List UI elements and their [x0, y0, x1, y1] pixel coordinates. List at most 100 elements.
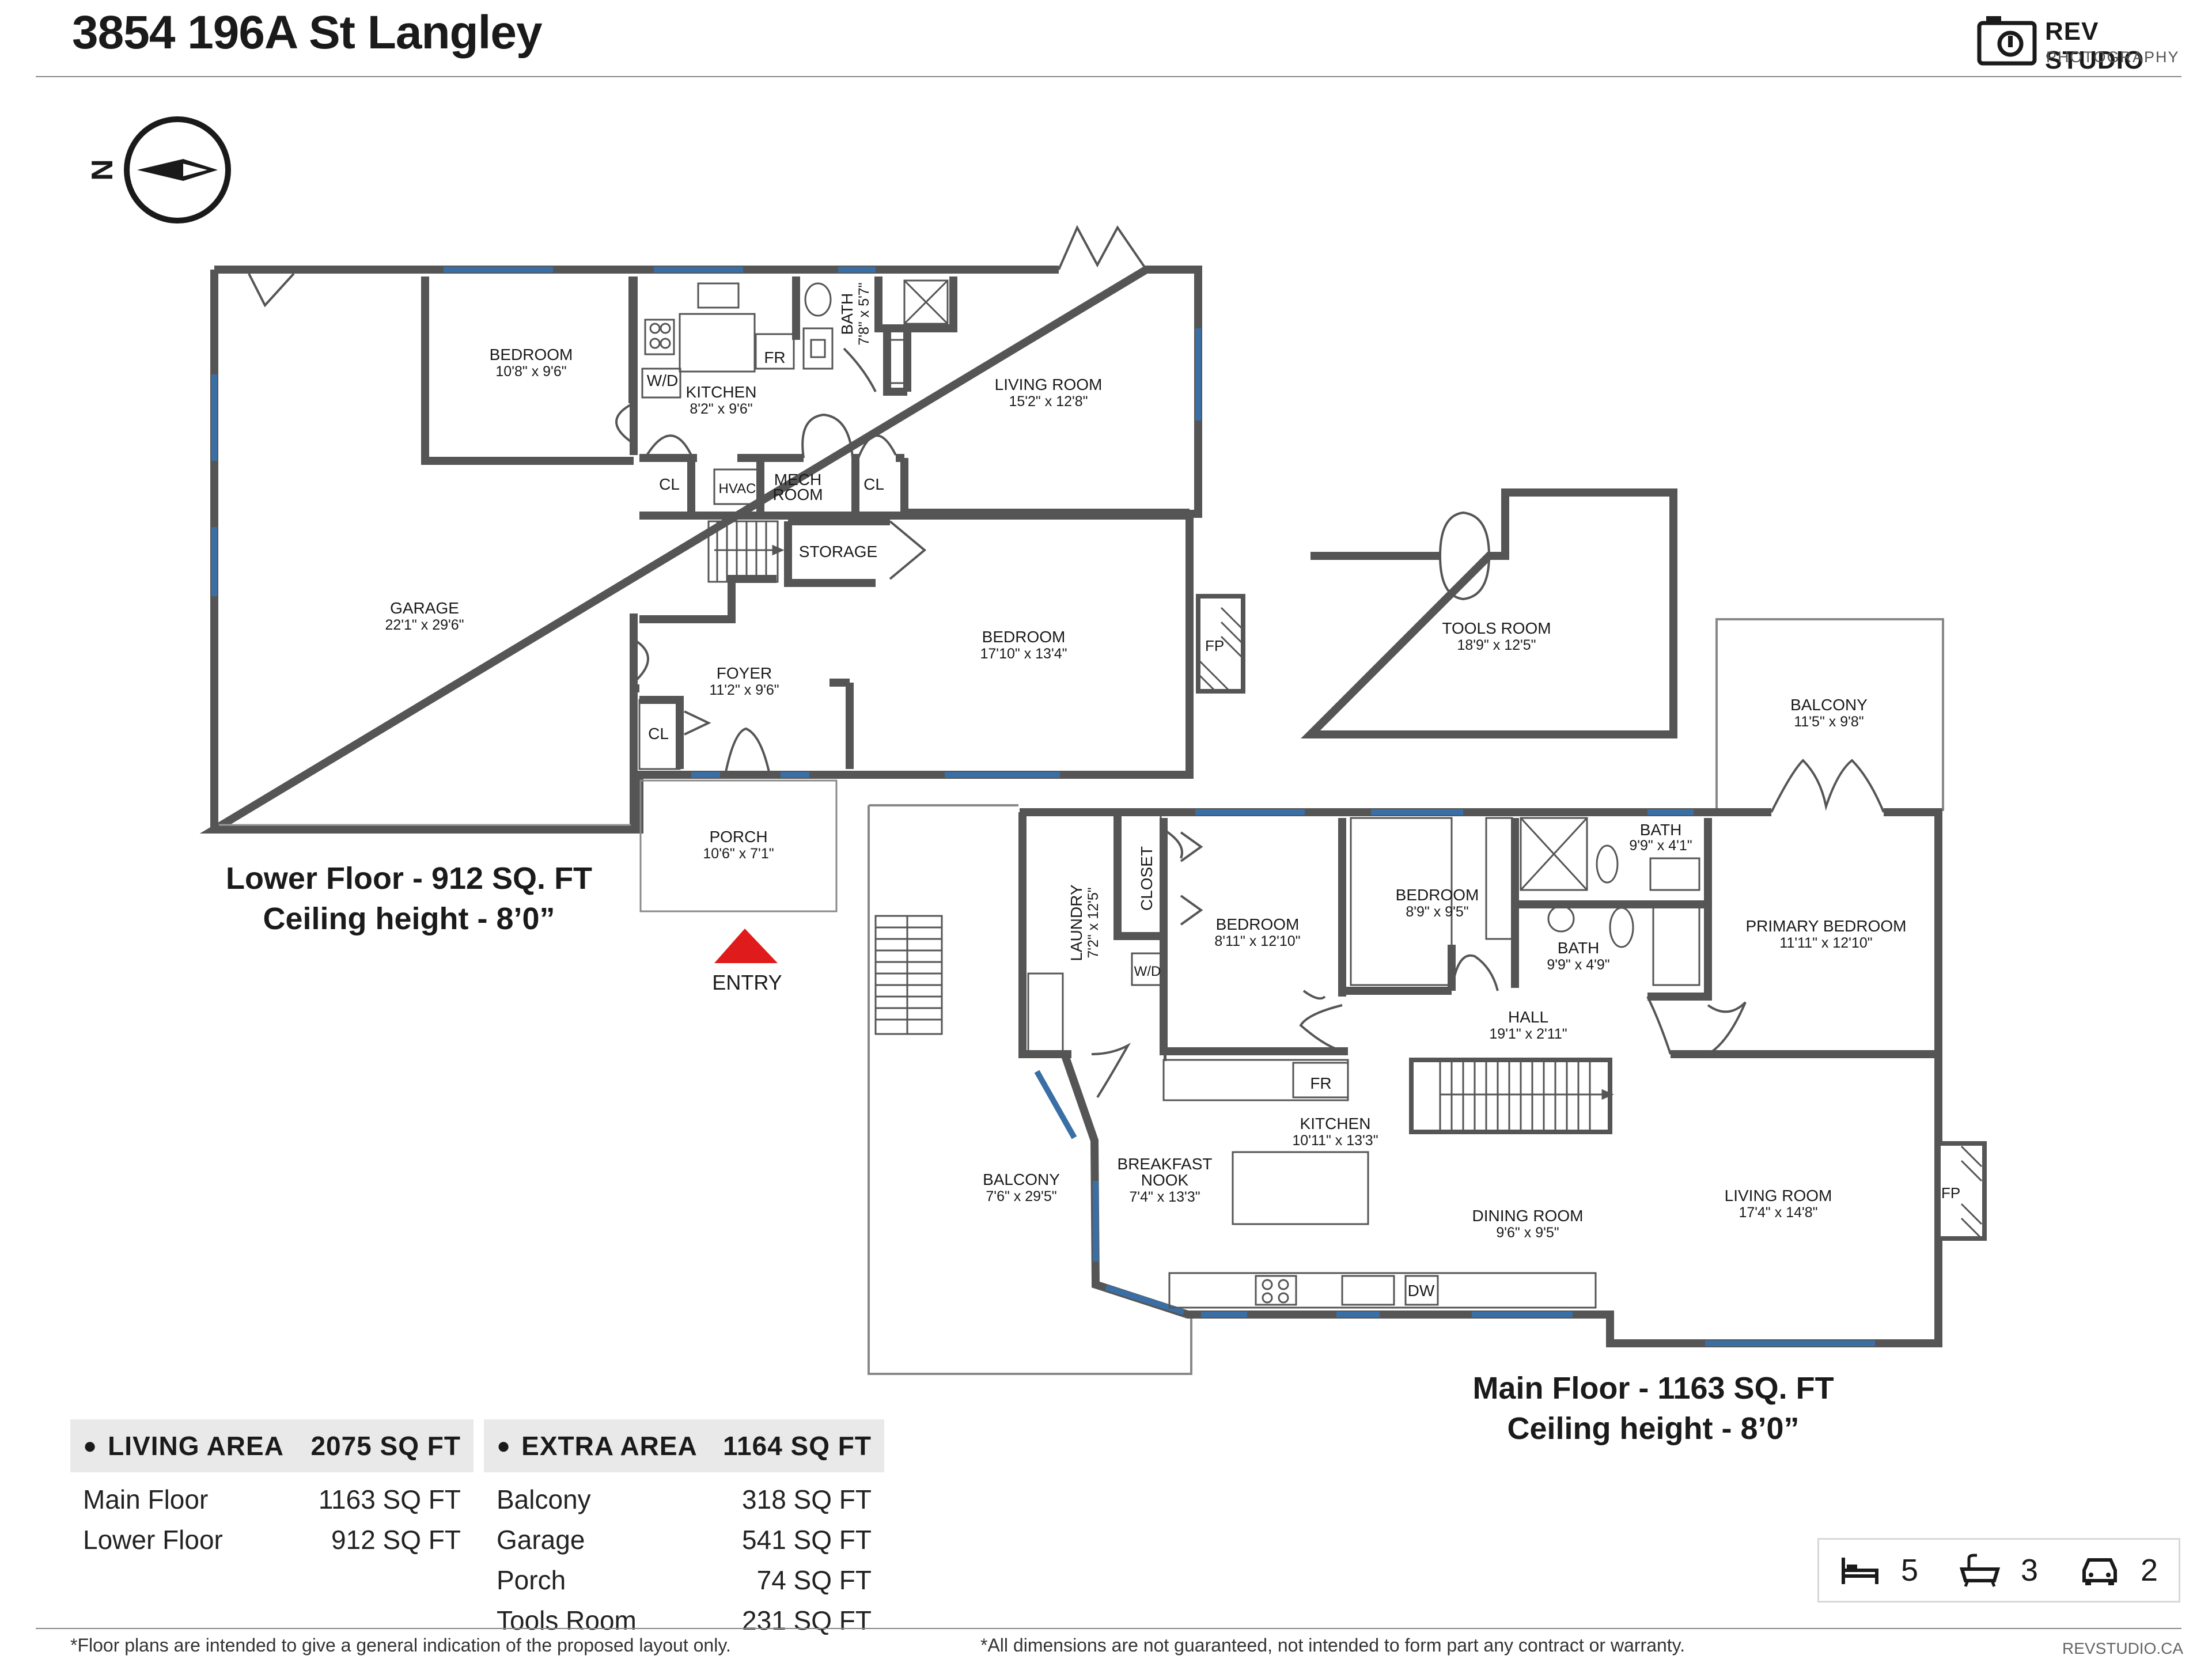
primary-bedroom-name: PRIMARY BEDROOM — [1745, 917, 1906, 935]
living-main-name: LIVING ROOM — [1725, 1187, 1832, 1205]
balcony-side-dim: 7'6" x 29'5" — [986, 1188, 1056, 1205]
bullet-icon: ● — [497, 1433, 512, 1459]
bullet-icon: ● — [83, 1433, 98, 1459]
porch-name: PORCH — [709, 828, 767, 846]
entry-arrow-icon — [714, 929, 778, 963]
lower-floor-line2: Ceiling height - 8’0” — [263, 902, 555, 936]
lower-floor-line1: Lower Floor - 912 SQ. FT — [225, 861, 593, 896]
balcony-top-dim: 11'5" x 9'8" — [1794, 714, 1863, 730]
compass-north-label: N — [86, 159, 119, 181]
bedroom-main-a-name: BEDROOM — [1216, 915, 1300, 933]
kitchen-lower-dim: 8'2" x 9'6" — [690, 401, 752, 417]
lower-stairs — [707, 520, 785, 583]
table-row: Main Floor 1163 SQ FT — [70, 1479, 474, 1520]
bathroom-count: 3 — [1959, 1552, 2038, 1588]
laundry-dim: 7'2" x 12'5" — [1085, 887, 1101, 958]
bedroom-count-value: 5 — [1900, 1553, 1919, 1588]
cl-b-label: CL — [863, 475, 884, 493]
breakfast-nook-name: BREAKFAST — [1118, 1155, 1213, 1173]
bedroom-lower-e-name: BEDROOM — [982, 628, 1066, 646]
bedroom-lower-e-dim: 17'10" x 13'4" — [980, 646, 1067, 662]
car-icon — [2082, 1558, 2117, 1585]
main-floor-line1: Main Floor - 1163 SQ. FT — [1472, 1371, 1834, 1406]
extra-area-total: 1164 SQ FT — [722, 1431, 872, 1461]
balcony-side-outline — [868, 804, 1192, 1375]
hvac-label: HVAC — [719, 481, 756, 497]
footer-divider — [36, 1628, 2181, 1629]
bedroom-lower-nw-dim: 10'8" x 9'6" — [495, 363, 566, 380]
fr-main-label: FR — [1310, 1074, 1331, 1092]
dining-room-dim: 9'6" x 9'5" — [1496, 1225, 1559, 1241]
mech-room-name: MECH — [774, 471, 821, 488]
fp-lower-label: FP — [1205, 637, 1224, 654]
tools-room-door — [1439, 511, 1491, 601]
balcony-top-name: BALCONY — [1790, 696, 1868, 714]
balcony-side-name: BALCONY — [983, 1171, 1060, 1188]
footer-disclaimer-left: *Floor plans are intended to give a gene… — [70, 1635, 731, 1656]
row-label: Garage — [497, 1525, 585, 1555]
row-label: Tools Room — [497, 1605, 637, 1635]
living-area-total: 2075 SQ FT — [310, 1431, 461, 1461]
header-divider — [36, 76, 2181, 77]
bed-icon — [1841, 1558, 1878, 1584]
porch-dim: 10'6" x 7'1" — [703, 846, 774, 862]
lower-floor-walls — [199, 266, 1202, 834]
laundry-name: LAUNDRY — [1067, 884, 1085, 961]
bedroom-count: 5 — [1840, 1552, 1918, 1588]
page-title: 3854 196A St Langley — [72, 6, 543, 59]
breakfast-nook-dim: 7'4" x 13'3" — [1129, 1189, 1200, 1205]
living-lower-name: LIVING ROOM — [995, 376, 1103, 393]
living-area-table: ● LIVING AREA 2075 SQ FT Main Floor 1163 … — [70, 1419, 474, 1560]
wd-lower-label: W/D — [647, 372, 678, 389]
room-labels: BEDROOM 10'8" x 9'6" KITCHEN 8'2" x 9'6"… — [385, 282, 1906, 1300]
feature-counts: 5 3 2 — [1817, 1538, 2180, 1603]
garage-count-value: 2 — [2140, 1553, 2158, 1588]
row-value: 1163 SQ FT — [318, 1484, 461, 1514]
compass-icon: N — [86, 116, 231, 224]
row-label: Main Floor — [83, 1484, 209, 1514]
porch-outline — [639, 779, 838, 912]
entry-label: ENTRY — [712, 971, 782, 994]
row-label: Porch — [497, 1565, 566, 1595]
lower-doors — [248, 225, 1147, 772]
bedroom-lower-nw-name: BEDROOM — [490, 346, 573, 363]
main-floor-caption: Main Floor - 1163 SQ. FT Ceiling height … — [1429, 1368, 1878, 1449]
bath-main-b-name: BATH — [1558, 939, 1600, 957]
bedroom-main-b-dim: 8'9" x 9'5" — [1406, 904, 1468, 920]
dw-label: DW — [1408, 1282, 1435, 1300]
row-value: 318 SQ FT — [742, 1484, 872, 1514]
balcony-top-outline — [1715, 618, 1944, 811]
kitchen-main-name: KITCHEN — [1300, 1115, 1371, 1132]
bath-main-a-name: BATH — [1640, 821, 1682, 839]
fr-lower-label: FR — [764, 349, 785, 366]
extra-area-title: EXTRA AREA — [521, 1431, 698, 1461]
fireplace-main: FP — [1936, 1141, 1987, 1241]
primary-bedroom-dim: 11'11" x 12'10" — [1779, 935, 1872, 951]
kitchen-main-dim: 10'11" x 13'3" — [1292, 1132, 1378, 1149]
garage-name: GARAGE — [390, 599, 459, 617]
cl-c-label: CL — [648, 725, 669, 743]
lower-windows — [211, 267, 1201, 778]
bath-lower-name: BATH — [838, 293, 856, 335]
bath-main-a-dim: 9'9" x 4'1" — [1629, 838, 1692, 854]
wd-main-label: W/D — [1134, 964, 1161, 979]
main-windows — [1034, 809, 1875, 1346]
brand-name: REV STUDIO — [2045, 17, 2145, 74]
lower-floor-caption: Lower Floor - 912 SQ. FT Ceiling height … — [190, 858, 628, 939]
footer-website: REVSTUDIO.CA — [2062, 1639, 2184, 1657]
lower-kitchen-fixtures — [638, 279, 949, 770]
living-area-header: ● LIVING AREA 2075 SQ FT — [70, 1419, 474, 1472]
footer-disclaimer-right: *All dimensions are not guaranteed, not … — [980, 1635, 1685, 1656]
dining-room-name: DINING ROOM — [1472, 1207, 1584, 1225]
bath-lower-dim: 7'8" x 5'7" — [856, 282, 872, 345]
main-fixtures — [1027, 814, 1700, 1309]
brand-subtitle: PHOTOGRAPHY — [2046, 48, 2180, 66]
main-floor-walls — [1018, 808, 1942, 1347]
main-doors — [1091, 759, 1885, 1099]
cl-a-label: CL — [659, 475, 680, 493]
